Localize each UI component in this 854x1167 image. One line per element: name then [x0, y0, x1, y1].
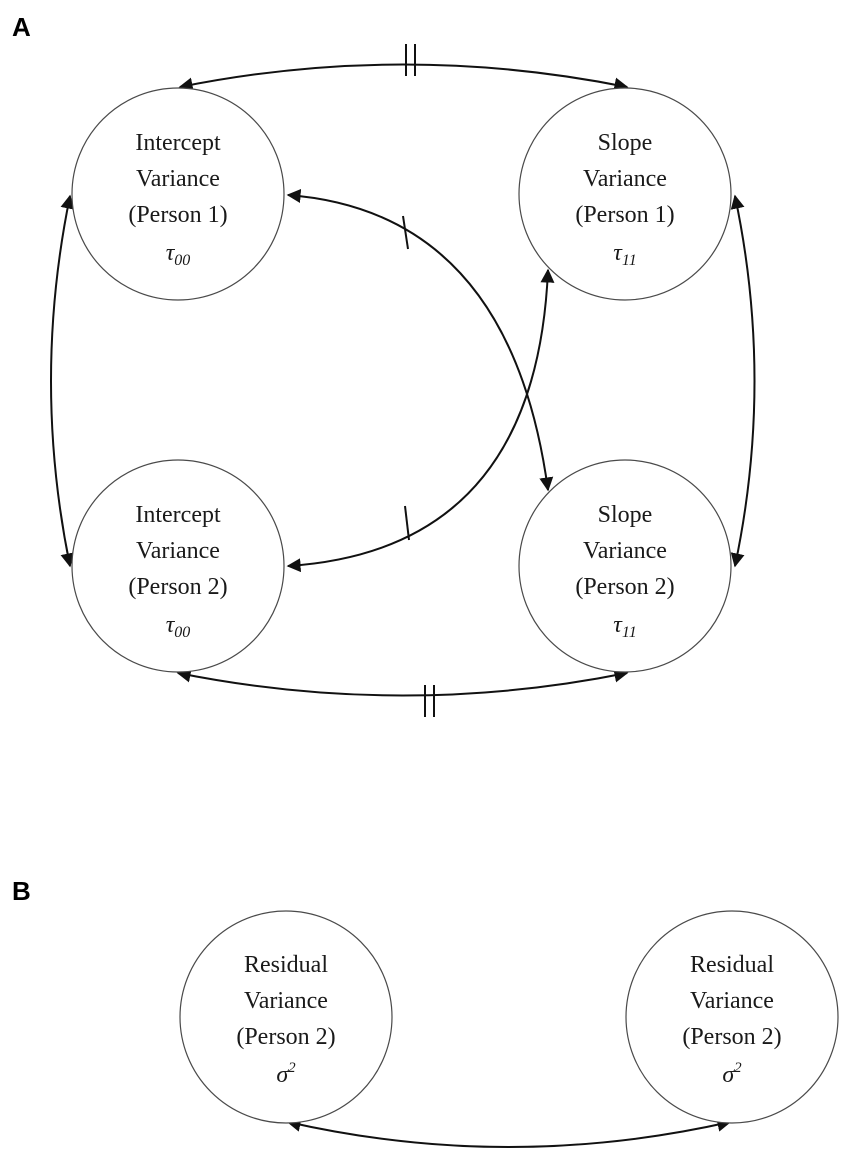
- node-label-line1: Intercept: [135, 130, 221, 156]
- node-intercept-person1: Intercept Variance (Person 1) τ00: [71, 87, 285, 301]
- node-circle: [518, 459, 732, 673]
- edge-intercept1-intercept2: [50, 194, 75, 568]
- node-symbol: τ00: [166, 612, 191, 641]
- node-label-line1: Slope: [598, 130, 653, 156]
- node-residual-right: Residual Variance (Person 2) σ2: [625, 910, 839, 1124]
- edge-intercept1-slope2: [286, 188, 554, 492]
- node-slope-person1: Slope Variance (Person 1) τ11: [518, 87, 732, 301]
- node-label-line3: (Person 2): [236, 1024, 335, 1050]
- node-label-line1: Slope: [598, 502, 653, 528]
- node-symbol: σ2: [276, 1060, 296, 1088]
- node-slope-person2: Slope Variance (Person 2) τ11: [518, 459, 732, 673]
- node-circle: [625, 910, 839, 1124]
- node-label-line1: Residual: [244, 952, 328, 978]
- node-circle: [179, 910, 393, 1124]
- node-label-line3: (Person 1): [575, 202, 674, 228]
- node-residual-left: Residual Variance (Person 2) σ2: [179, 910, 393, 1124]
- node-symbol: τ11: [613, 240, 636, 269]
- node-label-line3: (Person 2): [128, 574, 227, 600]
- node-intercept-person2: Intercept Variance (Person 2) τ00: [71, 459, 285, 673]
- node-circle: [518, 87, 732, 301]
- panel-b-label: B: [12, 876, 31, 906]
- node-label-line2: Variance: [583, 538, 667, 564]
- node-symbol: σ2: [722, 1060, 742, 1088]
- node-label-line2: Variance: [136, 166, 220, 192]
- edge-residual-left-right: [286, 1117, 732, 1148]
- edge-tick: [404, 505, 410, 541]
- edge-slope1-intercept2: [286, 268, 555, 573]
- node-label-line3: (Person 1): [128, 202, 227, 228]
- node-label-line3: (Person 2): [682, 1024, 781, 1050]
- node-label-line2: Variance: [136, 538, 220, 564]
- panel-a-label: A: [12, 12, 31, 42]
- node-circle: [71, 87, 285, 301]
- node-label-line1: Intercept: [135, 502, 221, 528]
- node-circle: [71, 459, 285, 673]
- node-label-line2: Variance: [690, 988, 774, 1014]
- node-symbol: τ00: [166, 240, 191, 269]
- node-label-line1: Residual: [690, 952, 774, 978]
- edge-intercept1-slope1: [178, 63, 629, 92]
- node-symbol: τ11: [613, 612, 636, 641]
- node-label-line2: Variance: [583, 166, 667, 192]
- node-label-line3: (Person 2): [575, 574, 674, 600]
- node-label-line2: Variance: [244, 988, 328, 1014]
- edge-tick: [402, 215, 409, 250]
- edge-intercept2-slope2: [176, 668, 629, 697]
- edge-slope1-slope2: [730, 194, 756, 568]
